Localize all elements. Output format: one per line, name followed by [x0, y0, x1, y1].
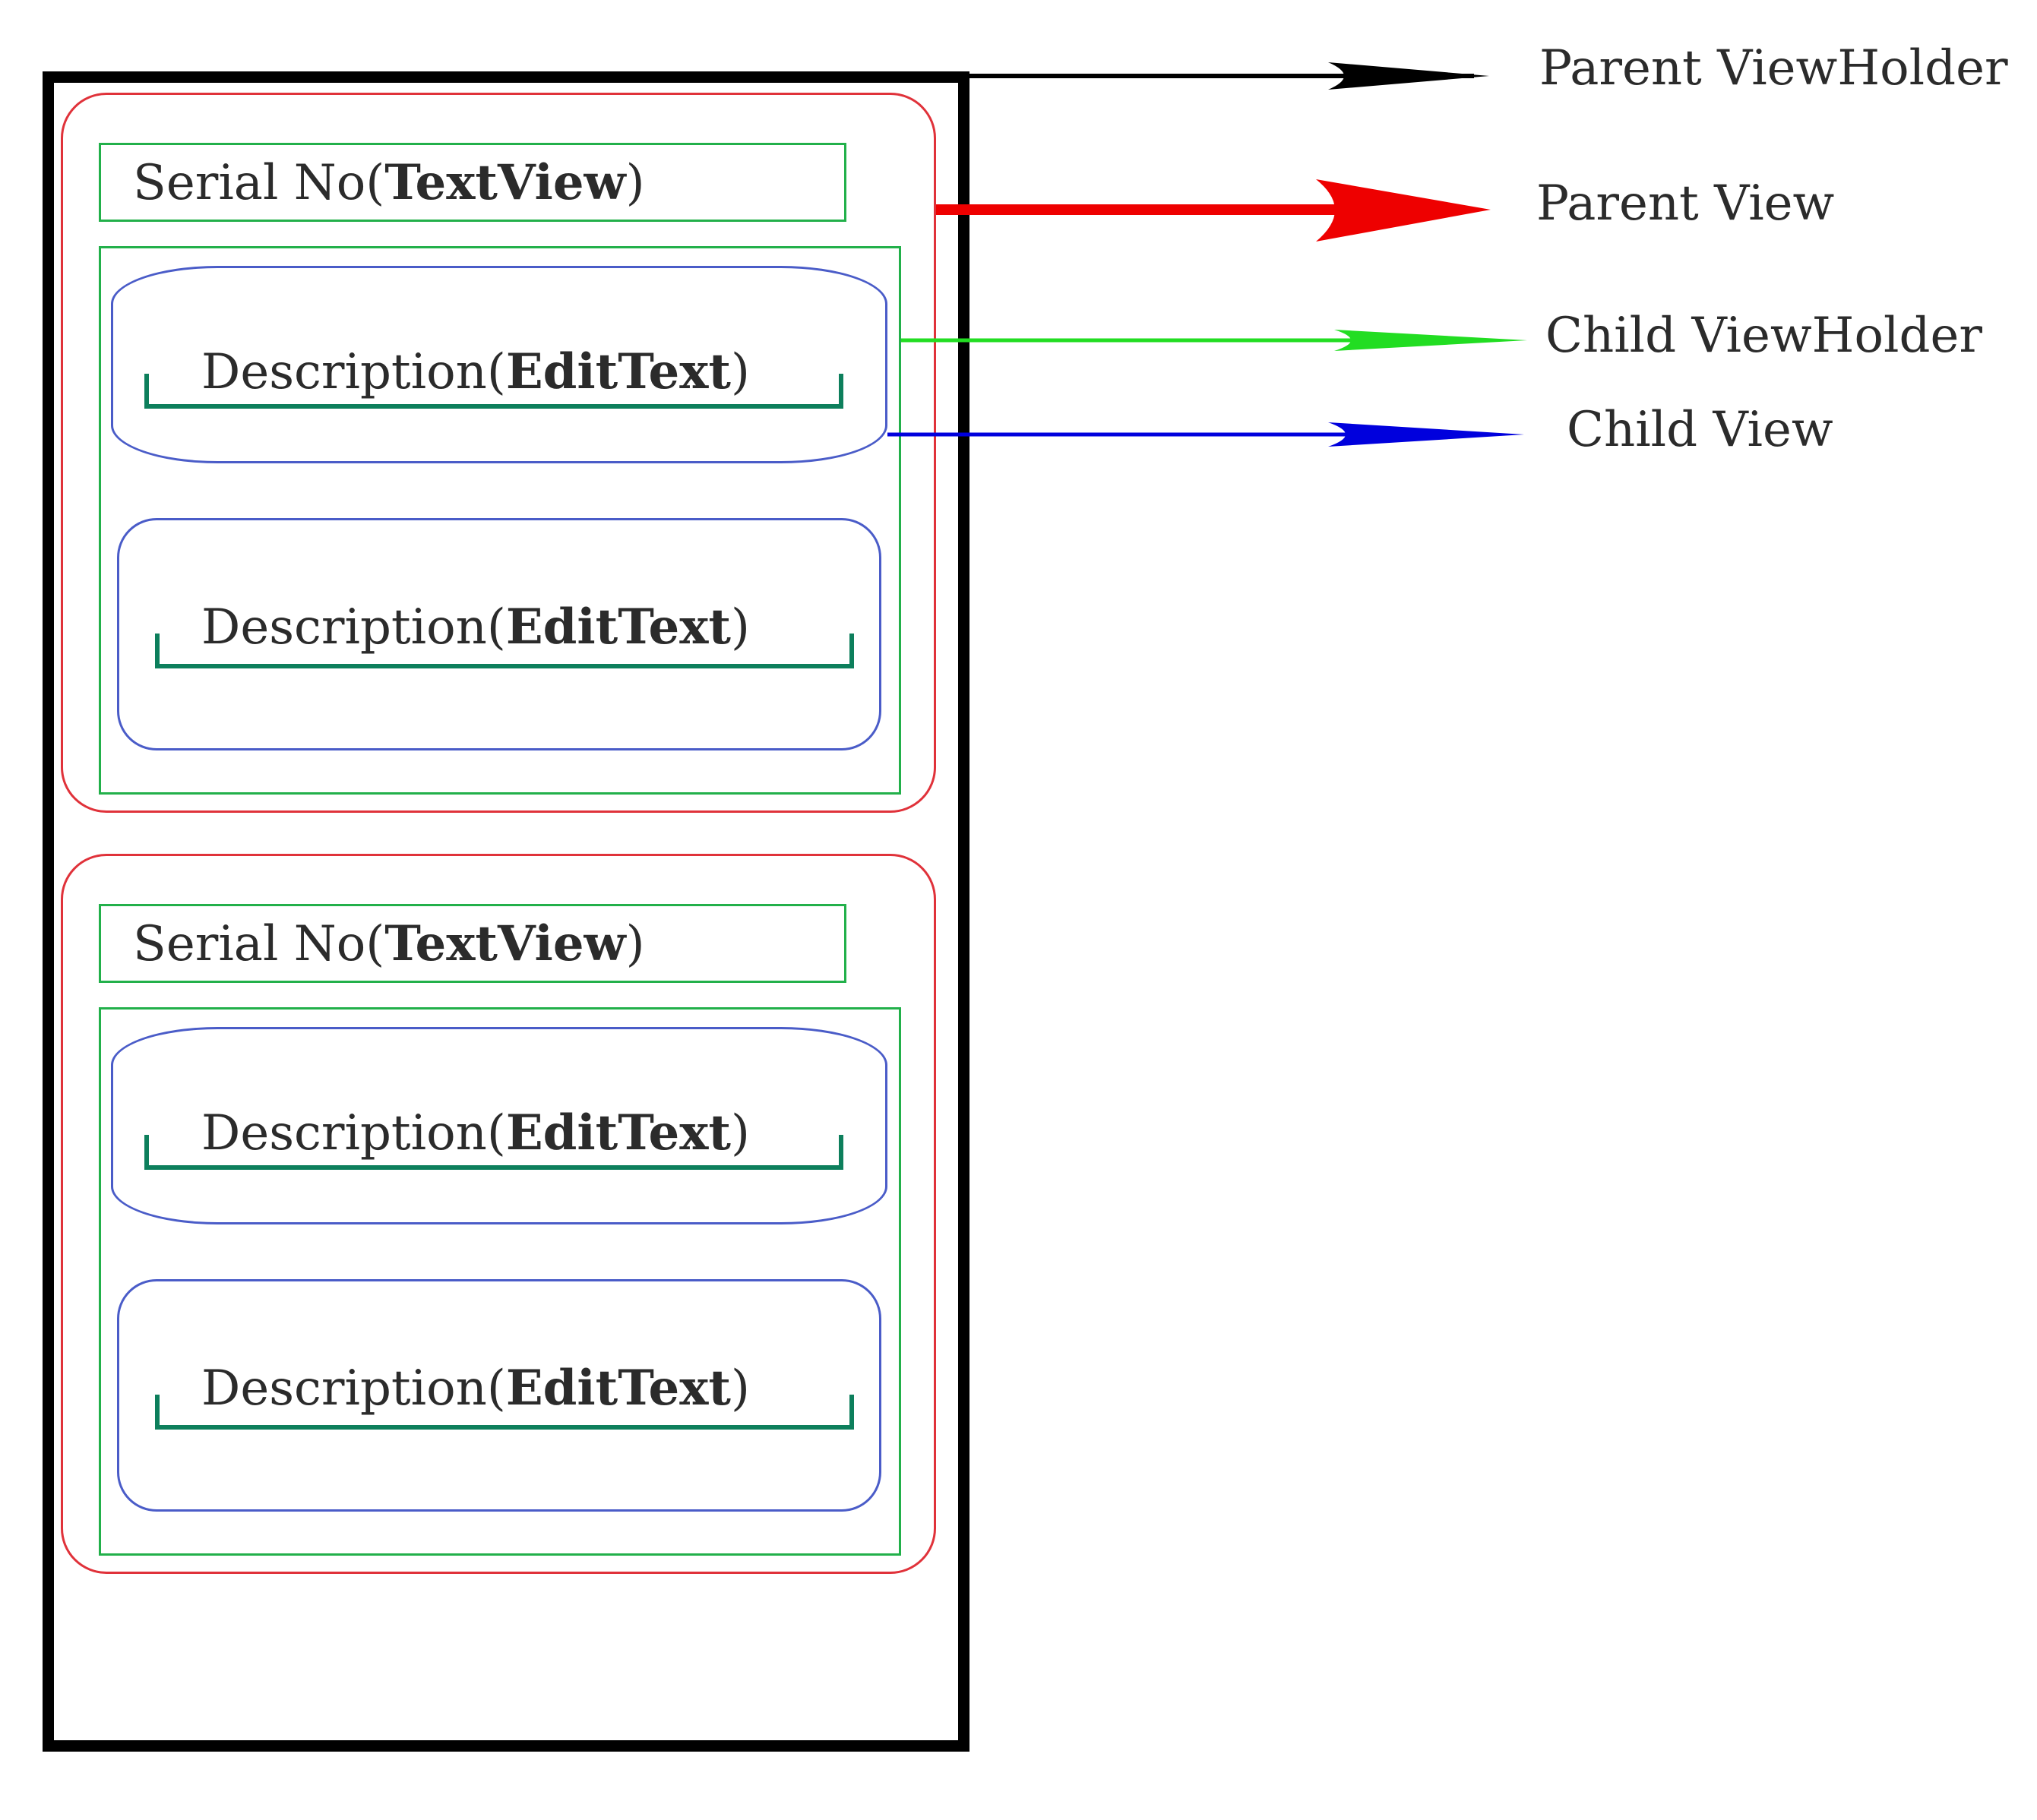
parent-viewholder-label: Parent ViewHolder: [1539, 40, 2008, 96]
edittext-underline-2a: [144, 1135, 843, 1170]
child-view-arrowhead: [1328, 422, 1524, 447]
description-edittext-1a[interactable]: Description(EditText): [201, 343, 750, 400]
parent-view-arrowhead: [1316, 179, 1491, 242]
edittext-underline-2b: [155, 1395, 854, 1430]
serial-no-label-2: Serial No(TextView): [133, 915, 645, 972]
edittext-underline-1b: [155, 634, 854, 668]
child-viewholder-1: [99, 246, 901, 795]
child-view-2a: [111, 1027, 887, 1224]
parent-view-1: [61, 93, 936, 813]
child-viewholder-2: [99, 1007, 901, 1556]
child-view-label: Child View: [1567, 402, 1833, 458]
parent-view-2: [61, 854, 936, 1574]
child-viewholder-arrowhead: [1334, 330, 1527, 351]
description-edittext-1b[interactable]: Description(EditText): [201, 599, 750, 656]
serial-no-textview-2: Serial No(TextView): [99, 904, 846, 983]
child-view-1a: [111, 266, 887, 463]
parent-view-label: Parent View: [1536, 175, 1835, 232]
description-edittext-2b[interactable]: Description(EditText): [201, 1360, 750, 1417]
child-view-2b: [117, 1279, 881, 1512]
parent-viewholder-frame: [43, 71, 969, 1752]
parent-viewholder-arrowhead: [1328, 62, 1489, 90]
child-viewholder-label: Child ViewHolder: [1545, 308, 1982, 364]
serial-no-label-1: Serial No(TextView): [133, 154, 645, 211]
child-view-1b: [117, 518, 881, 750]
serial-no-textview-1: Serial No(TextView): [99, 143, 846, 222]
edittext-underline-1a: [144, 374, 843, 409]
description-edittext-2a[interactable]: Description(EditText): [201, 1104, 750, 1161]
